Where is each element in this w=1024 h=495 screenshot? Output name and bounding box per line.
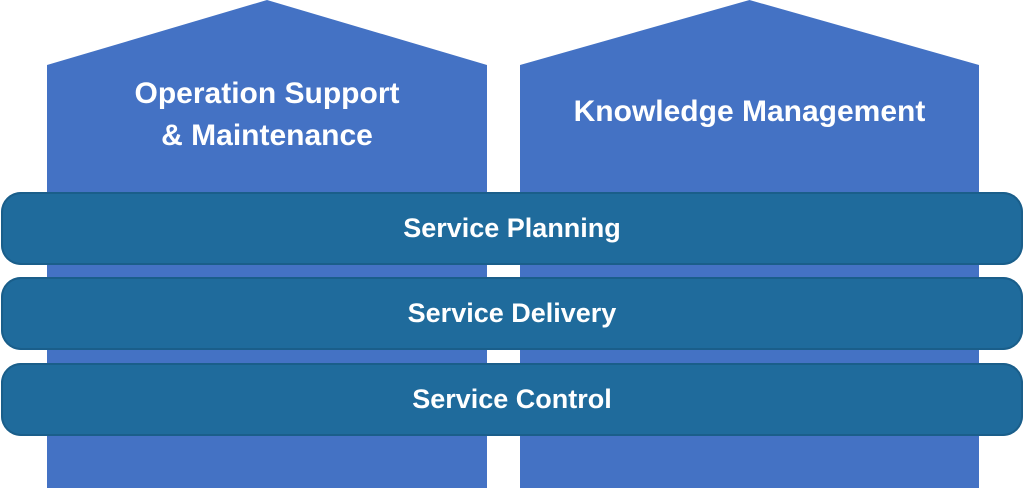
pillar-title-operation-support: Operation Support & Maintenance [134, 77, 400, 152]
band-service-control: Service Control [1, 363, 1023, 436]
band-label-service-planning: Service Planning [403, 213, 621, 243]
band-label-service-delivery: Service Delivery [407, 298, 617, 328]
pillar-title-knowledge-management: Knowledge Management [573, 95, 926, 128]
band-service-planning: Service Planning [1, 192, 1023, 265]
band-service-delivery: Service Delivery [1, 277, 1023, 350]
band-label-service-control: Service Control [412, 384, 612, 414]
